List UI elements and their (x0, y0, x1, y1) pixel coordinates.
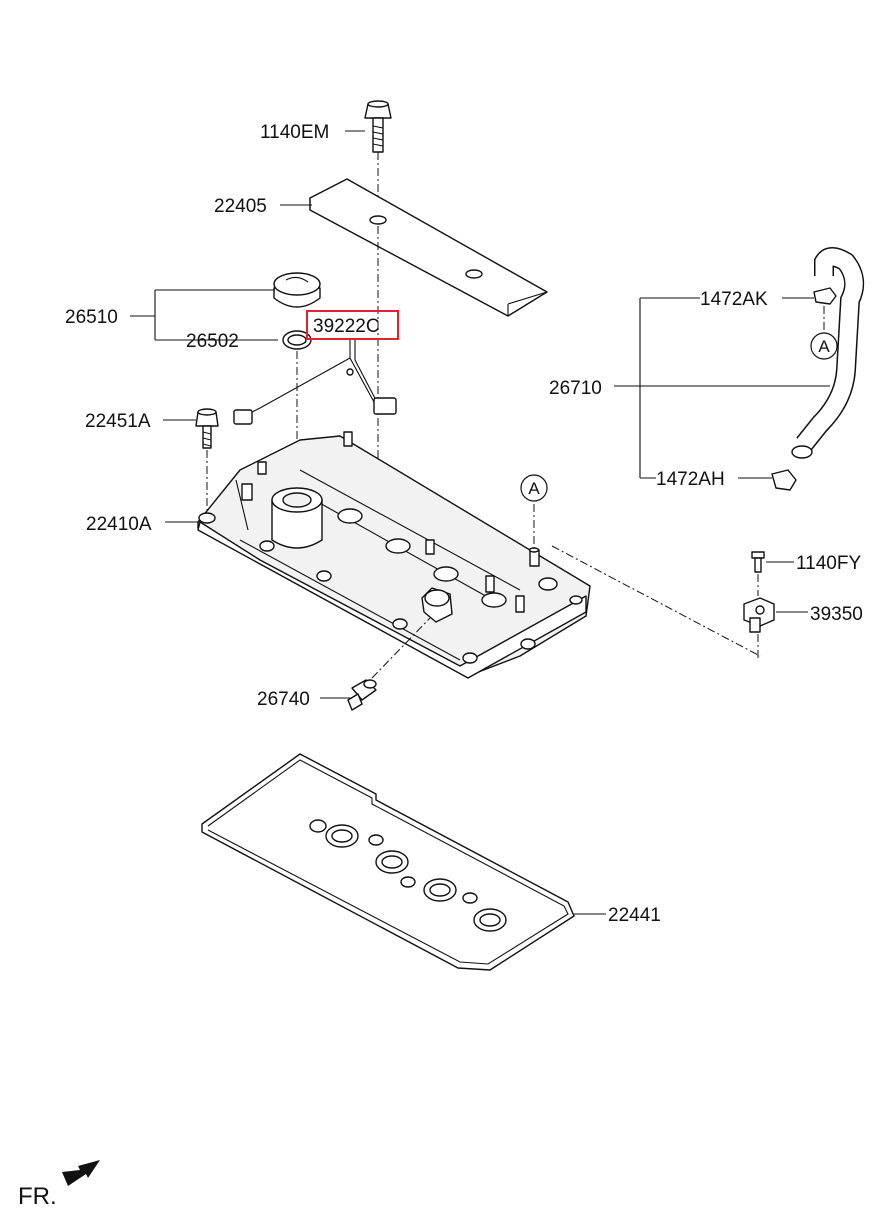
label-26710: 26710 (549, 378, 602, 399)
cover-plate-22405[interactable] (309, 178, 548, 317)
cover-gasket-22441[interactable] (201, 753, 575, 971)
label-1472ak: 1472AK (700, 289, 768, 310)
marker-a-upper: A (810, 332, 838, 360)
breather-hose-26710[interactable] (791, 247, 865, 459)
highlight-box (306, 310, 399, 340)
label-1140em: 1140EM (260, 122, 329, 143)
bolt-1140em[interactable] (364, 100, 392, 153)
label-1472ah: 1472AH (656, 469, 725, 490)
clamp-1472ah[interactable] (771, 469, 797, 491)
guide-line (371, 617, 431, 679)
label-22405: 22405 (214, 196, 267, 217)
label-22441: 22441 (608, 905, 661, 926)
label-22451a: 22451A (85, 411, 151, 432)
front-label: FR. (18, 1183, 57, 1210)
label-26740: 26740 (257, 689, 310, 710)
cam-sensor-39350[interactable] (743, 597, 775, 633)
svg-text:A: A (528, 479, 540, 498)
label-39222c: 39222C (313, 316, 380, 337)
bolt-22451a[interactable] (195, 408, 219, 449)
oil-filler-cap-26510[interactable] (273, 272, 321, 308)
label-39350: 39350 (810, 604, 863, 625)
label-26510: 26510 (65, 307, 118, 328)
clamp-1472ak[interactable] (813, 287, 837, 305)
stud-pin[interactable] (528, 547, 540, 567)
head-cover-22410a[interactable] (197, 431, 591, 679)
sensor-harness-39222c[interactable] (233, 338, 397, 425)
front-direction-arrow-icon (62, 1160, 100, 1186)
leader-26510 (130, 289, 278, 341)
guide-line (551, 545, 761, 657)
leader-26710 (614, 297, 830, 479)
marker-a-lower: A (520, 474, 548, 502)
bolt-1140fy[interactable] (751, 551, 765, 573)
label-22410a: 22410A (86, 514, 152, 535)
label-26502: 26502 (186, 331, 239, 352)
svg-text:A: A (818, 337, 830, 356)
pcv-valve-26740[interactable] (347, 679, 377, 711)
label-1140fy: 1140FY (796, 553, 861, 574)
